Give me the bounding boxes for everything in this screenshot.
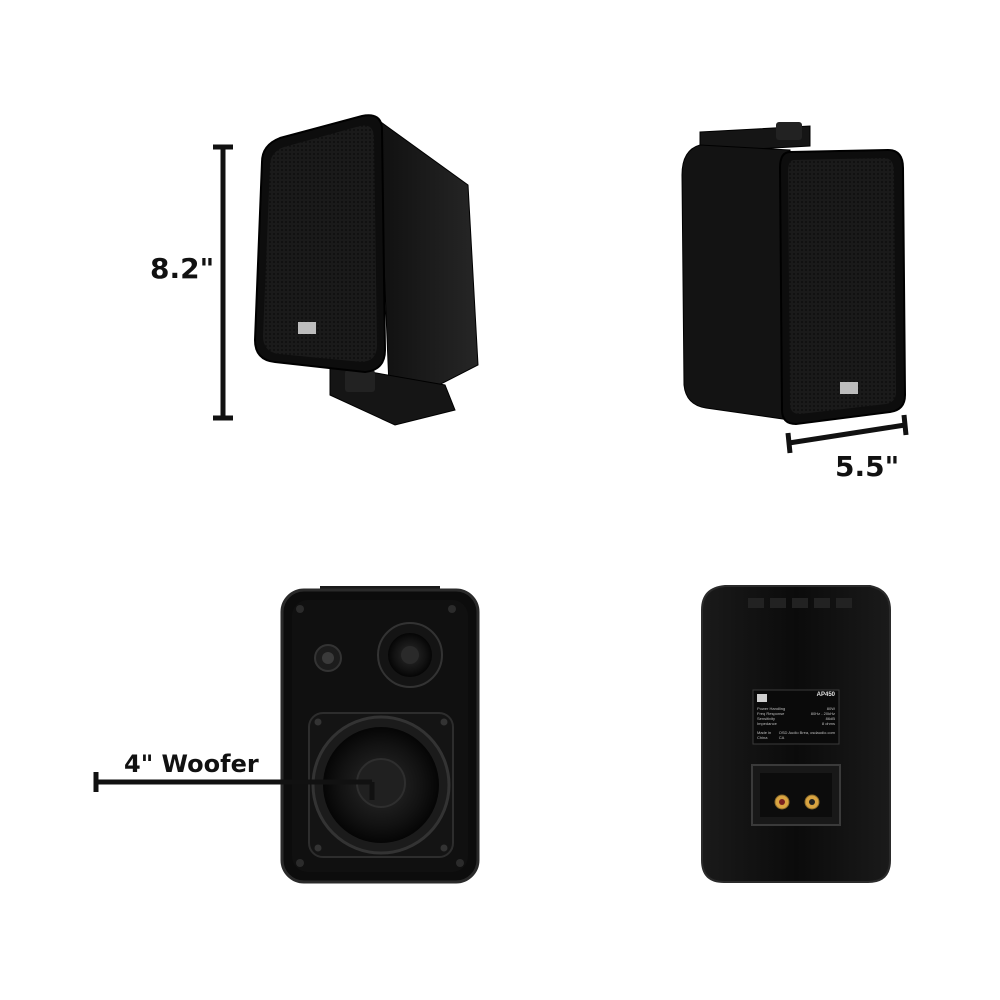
spec-footer-right: osdaudio.com xyxy=(810,730,835,735)
screw xyxy=(296,605,304,613)
spec-value: 8 ohms xyxy=(821,721,835,726)
midrange-driver xyxy=(377,622,443,688)
speaker-angled-left-view xyxy=(253,114,479,426)
spec-name: Power Handling xyxy=(757,706,786,711)
brand-logo xyxy=(757,694,767,702)
speaker-angled-right-view xyxy=(681,122,907,426)
spec-name: Impedance xyxy=(757,721,777,726)
brand-badge xyxy=(298,322,316,334)
bracket-knob xyxy=(776,122,802,140)
spec-footer-left: Made in China xyxy=(757,730,772,740)
spec-plate-text: AP450 Power Handling 80W Freq Response 80H… xyxy=(755,692,837,742)
height-dimension-line xyxy=(213,144,233,421)
speaker-front-view xyxy=(280,586,480,884)
brand-badge xyxy=(840,382,858,394)
width-label: 5.5" xyxy=(835,450,900,483)
spec-value: 80W xyxy=(826,706,835,711)
tweeter xyxy=(314,644,342,672)
spec-footer-mid: OSD Audio Brea, CA xyxy=(778,730,810,740)
spec-name: Freq Response xyxy=(757,711,785,716)
spec-label-plate xyxy=(752,689,840,745)
woofer-driver xyxy=(308,712,454,858)
woofer-pointer-line xyxy=(93,772,375,800)
screw xyxy=(448,605,456,613)
spec-name: Sensitivity xyxy=(757,716,776,721)
bracket-knob xyxy=(345,370,375,392)
top-vents xyxy=(748,598,852,608)
terminal-cup xyxy=(751,764,841,826)
woofer-label: 4" Woofer xyxy=(124,750,259,778)
width-dimension-line xyxy=(785,414,909,454)
speaker-rear-view xyxy=(701,585,891,883)
spec-model: AP450 xyxy=(816,692,835,698)
height-label: 8.2" xyxy=(150,252,215,285)
spec-value: 86dB xyxy=(825,716,835,721)
screw xyxy=(456,859,464,867)
screw xyxy=(296,859,304,867)
spec-value: 80Hz - 20kHz xyxy=(810,711,835,716)
